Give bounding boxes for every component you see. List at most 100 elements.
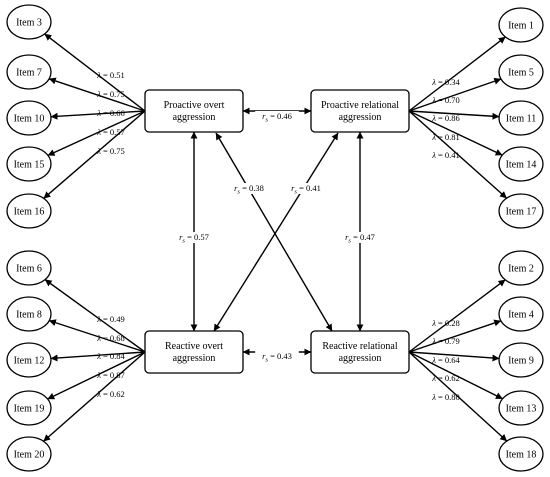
loading-label-item-13: λ = 0.62 (431, 373, 460, 383)
loading-path-item-17 (408, 110, 508, 199)
loading-label-item-2: λ = 0.28 (431, 318, 460, 328)
item-node-item-8 (6, 296, 52, 332)
item-label-item-2: Item 2 (508, 264, 534, 275)
item-node-item-1 (498, 7, 544, 43)
correlation-path-pr-ro (213, 132, 339, 332)
item-node-item-13 (498, 390, 544, 426)
factor-box-reactive-overt (144, 330, 244, 374)
item-node-item-18 (498, 436, 544, 472)
factor-label-reactive-overt-line-2: aggression (173, 353, 216, 364)
loading-label-item-5: λ = 0.70 (431, 95, 460, 105)
correlation-label-po-ro: rs = 0.57 (179, 232, 209, 245)
factor-label-proactive-overt-line-1: Proactive overt (164, 100, 225, 111)
item-label-item-19: Item 19 (14, 404, 45, 415)
factor-label-proactive-relational-line-1: Proactive relational (321, 100, 399, 111)
loading-label-item-6: λ = 0.49 (96, 314, 125, 324)
loading-path-item-1 (408, 36, 506, 112)
loading-path-item-7 (48, 77, 146, 112)
item-label-item-18: Item 18 (506, 450, 537, 461)
item-node-item-17 (498, 193, 544, 229)
item-label-item-5: Item 5 (508, 68, 534, 79)
item-label-item-11: Item 11 (506, 114, 536, 125)
loading-path-item-10 (50, 110, 146, 120)
factor-label-proactive-relational-line-2: aggression (339, 112, 382, 123)
correlation-label-bg-po-pr (255, 111, 299, 122)
item-node-item-12 (6, 342, 52, 378)
loading-label-item-9: λ = 0.64 (431, 355, 460, 365)
item-label-item-16: Item 16 (14, 207, 45, 218)
loading-path-item-3 (44, 33, 146, 112)
loading-label-item-3: λ = 0.51 (96, 70, 125, 80)
item-node-item-7 (6, 54, 52, 90)
item-label-item-1: Item 1 (508, 21, 534, 32)
loading-path-item-16 (43, 110, 146, 199)
factor-box-proactive-relational (310, 89, 410, 133)
loading-path-item-14 (408, 110, 503, 156)
loading-label-item-17: λ = 0.41 (431, 150, 460, 160)
item-label-item-20: Item 20 (14, 450, 45, 461)
item-node-item-4 (498, 296, 544, 332)
item-label-item-15: Item 15 (14, 160, 45, 171)
item-label-item-3: Item 3 (16, 18, 42, 29)
loading-path-item-19 (47, 351, 146, 400)
factor-label-reactive-overt-line-1: Reactive overt (165, 341, 223, 352)
correlation-label-bg-pr-ro (284, 183, 328, 194)
loading-path-item-8 (48, 319, 146, 353)
loading-path-item-20 (43, 351, 146, 442)
item-node-item-6 (6, 250, 52, 286)
loading-label-item-18: λ = 0.80 (431, 392, 460, 402)
item-node-item-5 (498, 54, 544, 90)
loading-path-item-5 (408, 77, 502, 112)
correlation-label-bg-ro-rr (255, 351, 299, 362)
loading-path-item-12 (50, 351, 146, 362)
item-node-item-11 (498, 100, 544, 136)
item-label-item-6: Item 6 (16, 264, 42, 275)
item-label-item-17: Item 17 (506, 207, 537, 218)
shapes-layer (6, 4, 544, 472)
item-node-item-10 (6, 100, 52, 136)
factor-box-proactive-overt (144, 89, 244, 133)
item-label-item-8: Item 8 (16, 310, 42, 321)
loading-label-item-12: λ = 0.84 (96, 351, 125, 361)
correlation-label-pr-rr: rs = 0.47 (345, 232, 375, 245)
loading-path-item-11 (408, 110, 500, 120)
loading-path-item-15 (47, 110, 146, 156)
loading-path-item-9 (408, 351, 500, 362)
item-label-item-9: Item 9 (508, 356, 534, 367)
item-node-item-16 (6, 193, 52, 229)
loading-label-item-8: λ = 0.68 (96, 333, 125, 343)
loading-label-item-11: λ = 0.86 (431, 113, 460, 123)
loading-path-item-2 (408, 279, 506, 353)
item-node-item-20 (6, 436, 52, 472)
item-label-item-4: Item 4 (508, 310, 534, 321)
loading-path-item-13 (408, 351, 503, 400)
item-label-item-13: Item 13 (506, 404, 537, 415)
loading-label-item-14: λ = 0.81 (431, 132, 460, 142)
loading-label-item-10: λ = 0.66 (96, 108, 125, 118)
loading-path-item-18 (408, 351, 508, 442)
loading-label-item-1: λ = 0.34 (431, 77, 460, 87)
correlation-label-ro-rr: rs = 0.43 (262, 351, 292, 364)
item-node-item-19 (6, 390, 52, 426)
item-label-item-7: Item 7 (16, 68, 42, 79)
paths-layer (43, 33, 508, 442)
correlation-label-pr-ro: rs = 0.41 (291, 183, 321, 196)
item-node-item-9 (498, 342, 544, 378)
loading-label-item-4: λ = 0.79 (431, 336, 460, 346)
correlation-label-bg-pr-rr (338, 232, 382, 243)
item-node-item-15 (6, 146, 52, 182)
item-label-item-14: Item 14 (506, 160, 537, 171)
factor-label-proactive-overt-line-2: aggression (173, 112, 216, 123)
item-node-item-3 (6, 4, 52, 40)
factor-label-reactive-relational-line-1: Reactive relational (322, 341, 397, 352)
item-node-item-2 (498, 250, 544, 286)
item-label-item-12: Item 12 (14, 356, 45, 367)
loading-label-item-16: λ = 0.75 (96, 146, 125, 156)
item-node-item-14 (498, 146, 544, 182)
loading-label-item-7: λ = 0.75 (96, 89, 125, 99)
loading-path-item-6 (44, 279, 146, 353)
loading-label-item-20: λ = 0.62 (96, 389, 125, 399)
loading-path-item-4 (408, 319, 502, 353)
